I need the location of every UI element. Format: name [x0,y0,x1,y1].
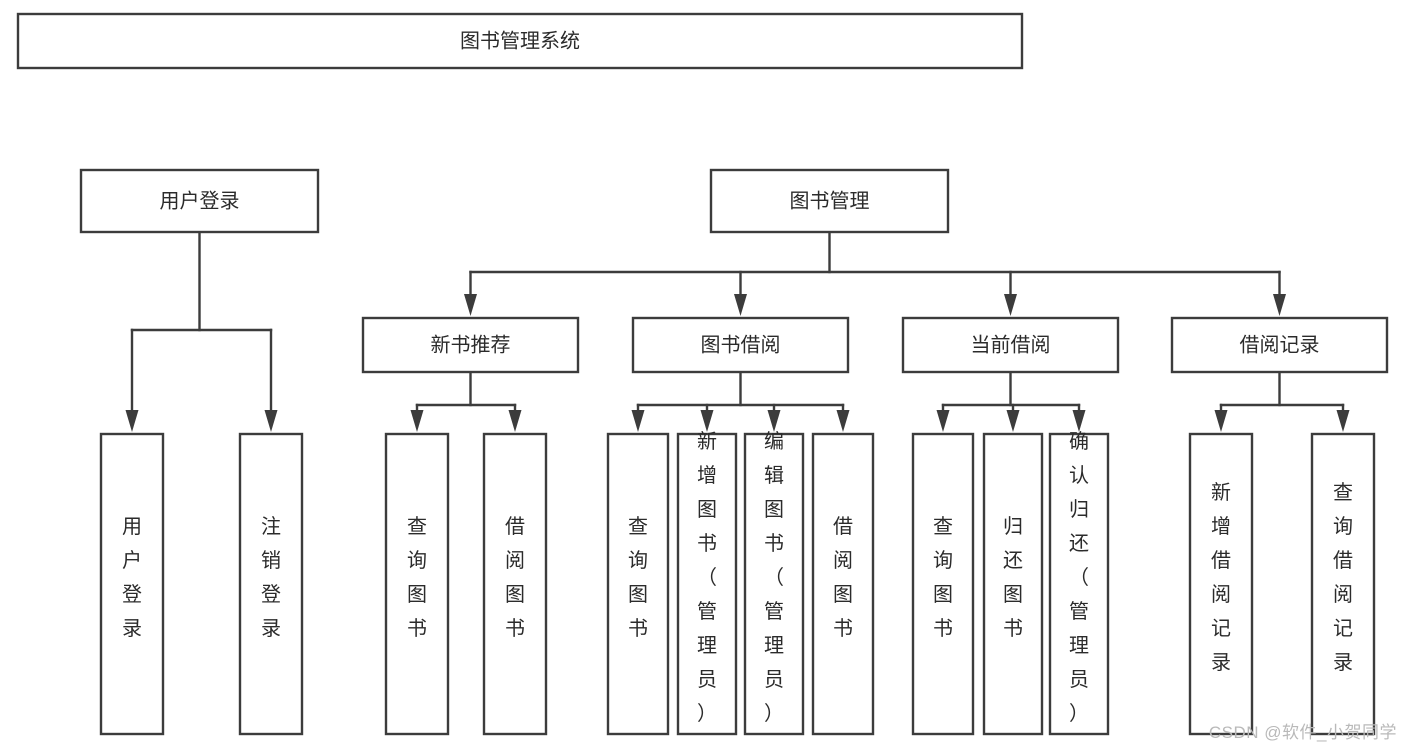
arrow-head-leaf-return-book [1006,410,1020,432]
node-label-leaf-user-logout: 注销登录 [261,515,281,640]
leaf-node-leaf-edit-book-admin[interactable]: 编辑图书（管理员） [743,430,805,736]
arrow-head-leaf-add-borrow-record [1214,410,1228,432]
node-box-user-login[interactable] [79,168,320,234]
leaf-node-leaf-borrow-book-recommend[interactable]: 借阅图书 [482,432,548,736]
node-box-book-borrow[interactable] [631,316,850,374]
arrow-head-new-book-recommend [464,294,477,316]
arrow-head-leaf-confirm-return-admin [1072,410,1086,432]
node-label-leaf-borrow-book: 借阅图书 [833,515,853,640]
node-label-leaf-add-book-admin: 新增图书（管理员） [697,430,717,725]
arrow-head-leaf-add-book-admin [700,410,714,432]
node-label-leaf-query-book-recommend: 查询图书 [407,515,427,640]
root-node-root[interactable]: 图书管理系统 [16,12,1024,70]
node-box-leaf-query-book-borrow[interactable] [606,432,670,736]
arrow-head-current-borrow [1004,294,1017,316]
csdn-watermark: CSDN @软件_小贺同学 [1208,723,1397,742]
node-box-leaf-query-book-recommend[interactable] [384,432,450,736]
node-box-book-manage[interactable] [709,168,950,234]
connector-book-borrow [631,370,850,432]
connector-layer [125,230,1350,432]
leaf-node-leaf-user-login[interactable]: 用户登录 [99,432,165,736]
level3-node-current-borrow[interactable]: 当前借阅 [901,316,1120,374]
node-label-root: 图书管理系统 [460,29,580,52]
node-box-leaf-add-book-admin[interactable] [676,432,738,736]
node-box-leaf-return-book[interactable] [982,432,1044,736]
node-label-book-manage: 图书管理 [790,189,870,212]
leaf-node-leaf-add-borrow-record[interactable]: 新增借阅记录 [1188,432,1254,736]
node-box-new-book-recommend[interactable] [361,316,580,374]
leaf-node-leaf-user-logout[interactable]: 注销登录 [238,432,304,736]
level2-node-user-login[interactable]: 用户登录 [79,168,320,234]
node-box-leaf-edit-book-admin[interactable] [743,432,805,736]
node-box-leaf-user-login[interactable] [99,432,165,736]
leaf-node-leaf-add-book-admin[interactable]: 新增图书（管理员） [676,430,738,736]
arrow-head-leaf-edit-book-admin [767,410,781,432]
node-label-leaf-edit-book-admin: 编辑图书（管理员） [764,430,784,725]
connector-user-login [125,230,278,432]
node-box-leaf-user-logout[interactable] [238,432,304,736]
arrow-head-leaf-user-logout [264,410,278,432]
node-box-leaf-query-borrow-record[interactable] [1310,432,1376,736]
node-box-leaf-confirm-return-admin[interactable] [1048,432,1110,736]
leaf-node-leaf-query-book-current[interactable]: 查询图书 [911,432,975,736]
node-label-book-borrow: 图书借阅 [701,333,781,356]
connector-current-borrow [936,370,1086,432]
node-label-user-login: 用户登录 [160,189,240,212]
arrow-head-borrow-record [1273,294,1286,316]
leaf-node-leaf-borrow-book[interactable]: 借阅图书 [811,432,875,736]
node-label-borrow-record: 借阅记录 [1240,333,1320,356]
arrow-head-book-borrow [734,294,747,316]
connector-new-book-recommend [410,370,522,432]
leaf-node-leaf-confirm-return-admin[interactable]: 确认归还（管理员） [1048,430,1110,736]
node-box-leaf-borrow-book-recommend[interactable] [482,432,548,736]
level2-node-book-manage[interactable]: 图书管理 [709,168,950,234]
node-label-leaf-query-book-borrow: 查询图书 [628,515,648,640]
node-label-leaf-return-book: 归还图书 [1003,515,1023,640]
level3-node-book-borrow[interactable]: 图书借阅 [631,316,850,374]
node-box-current-borrow[interactable] [901,316,1120,374]
node-box-leaf-borrow-book[interactable] [811,432,875,736]
level3-node-new-book-recommend[interactable]: 新书推荐 [361,316,580,374]
leaf-node-leaf-return-book[interactable]: 归还图书 [982,432,1044,736]
node-box-root[interactable] [16,12,1024,70]
node-label-leaf-query-book-current: 查询图书 [933,515,953,640]
level3-node-borrow-record[interactable]: 借阅记录 [1170,316,1389,374]
leaf-node-leaf-query-book-borrow[interactable]: 查询图书 [606,432,670,736]
node-box-borrow-record[interactable] [1170,316,1389,374]
arrow-head-leaf-borrow-book [836,410,850,432]
arrow-head-leaf-query-book-borrow [631,410,645,432]
node-label-leaf-borrow-book-recommend: 借阅图书 [505,515,525,640]
node-box-leaf-add-borrow-record[interactable] [1188,432,1254,736]
node-label-leaf-query-borrow-record: 查询借阅记录 [1333,481,1353,674]
arrow-head-leaf-query-book-current [936,410,950,432]
arrow-head-leaf-query-book-recommend [410,410,424,432]
connector-borrow-record [1214,370,1350,432]
connector-book-manage [464,230,1286,316]
arrow-head-leaf-user-login [125,410,139,432]
arrow-head-leaf-borrow-book-recommend [508,410,522,432]
node-layer: 图书管理系统用户登录图书管理新书推荐图书借阅当前借阅借阅记录用户登录注销登录查询… [16,12,1389,736]
node-label-leaf-user-login: 用户登录 [122,516,142,640]
leaf-node-leaf-query-book-recommend[interactable]: 查询图书 [384,432,450,736]
node-label-current-borrow: 当前借阅 [971,333,1051,356]
node-label-leaf-add-borrow-record: 新增借阅记录 [1211,481,1231,674]
node-label-new-book-recommend: 新书推荐 [431,333,511,356]
leaf-node-leaf-query-borrow-record[interactable]: 查询借阅记录 [1310,432,1376,736]
node-box-leaf-query-book-current[interactable] [911,432,975,736]
node-label-leaf-confirm-return-admin: 确认归还（管理员） [1069,430,1089,725]
arrow-head-leaf-query-borrow-record [1336,410,1350,432]
